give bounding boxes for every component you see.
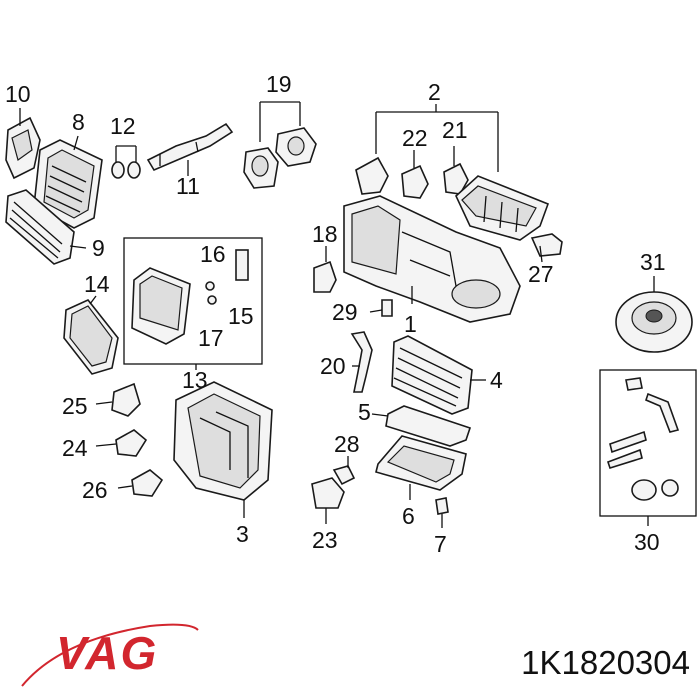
- label-17: 17: [198, 325, 224, 351]
- part-1: [343, 195, 521, 323]
- group-13: [123, 237, 263, 370]
- label-23: 23: [312, 527, 338, 553]
- part-7: [435, 497, 449, 528]
- group-30: [599, 369, 697, 526]
- label-26: 26: [82, 477, 108, 503]
- part-28: [332, 456, 356, 486]
- part-23: [311, 477, 345, 524]
- part-14: [63, 295, 119, 375]
- label-27: 27: [528, 261, 554, 287]
- part-18: [313, 246, 337, 293]
- part-29: [369, 299, 393, 317]
- part-31: [615, 276, 693, 353]
- label-12: 12: [110, 113, 136, 139]
- label-1: 1: [404, 311, 417, 337]
- part-9: [5, 189, 87, 265]
- part-19: [243, 101, 317, 189]
- label-15: 15: [228, 303, 254, 329]
- part-10: [5, 108, 41, 180]
- part-5: [371, 405, 472, 447]
- label-13: 13: [182, 367, 208, 393]
- label-31: 31: [640, 249, 666, 275]
- label-5: 5: [358, 399, 371, 425]
- brand-swoosh: [21, 623, 199, 687]
- part-27: [530, 233, 563, 263]
- label-19: 19: [266, 71, 292, 97]
- part-20: [350, 331, 373, 393]
- part-2: [455, 175, 550, 241]
- part-6: [375, 435, 467, 500]
- part-22: [355, 150, 429, 199]
- label-24: 24: [62, 435, 88, 461]
- label-7: 7: [434, 531, 447, 557]
- part-4: [391, 335, 486, 415]
- label-3: 3: [236, 521, 249, 547]
- label-14: 14: [84, 271, 110, 297]
- label-25: 25: [62, 393, 88, 419]
- label-22: 22: [402, 125, 428, 151]
- label-28: 28: [334, 431, 360, 457]
- part-3: [173, 381, 273, 518]
- label-21: 21: [442, 117, 468, 143]
- label-10: 10: [5, 81, 31, 107]
- label-20: 20: [320, 353, 346, 379]
- part-12: [111, 145, 141, 179]
- label-30: 30: [634, 529, 660, 555]
- label-8: 8: [72, 109, 85, 135]
- label-18: 18: [312, 221, 338, 247]
- part-number: 1K1820304: [521, 644, 690, 681]
- label-16: 16: [200, 241, 226, 267]
- callout-labels: 10 8 12 11 19 2 22 21 9 14 16 15 17 13 1…: [5, 71, 666, 557]
- part-25: [95, 382, 141, 417]
- part-24: [95, 429, 148, 457]
- label-11: 11: [176, 173, 200, 199]
- part-21: [443, 146, 469, 195]
- label-29: 29: [332, 299, 358, 325]
- part-26: [117, 469, 164, 497]
- label-2: 2: [428, 79, 441, 105]
- brand-logo: VAG: [56, 627, 159, 679]
- label-6: 6: [402, 503, 415, 529]
- part-11: [146, 122, 234, 176]
- part-8: [33, 135, 103, 229]
- label-4: 4: [490, 367, 503, 393]
- label-9: 9: [92, 235, 105, 261]
- part-2-leaders: [375, 104, 499, 172]
